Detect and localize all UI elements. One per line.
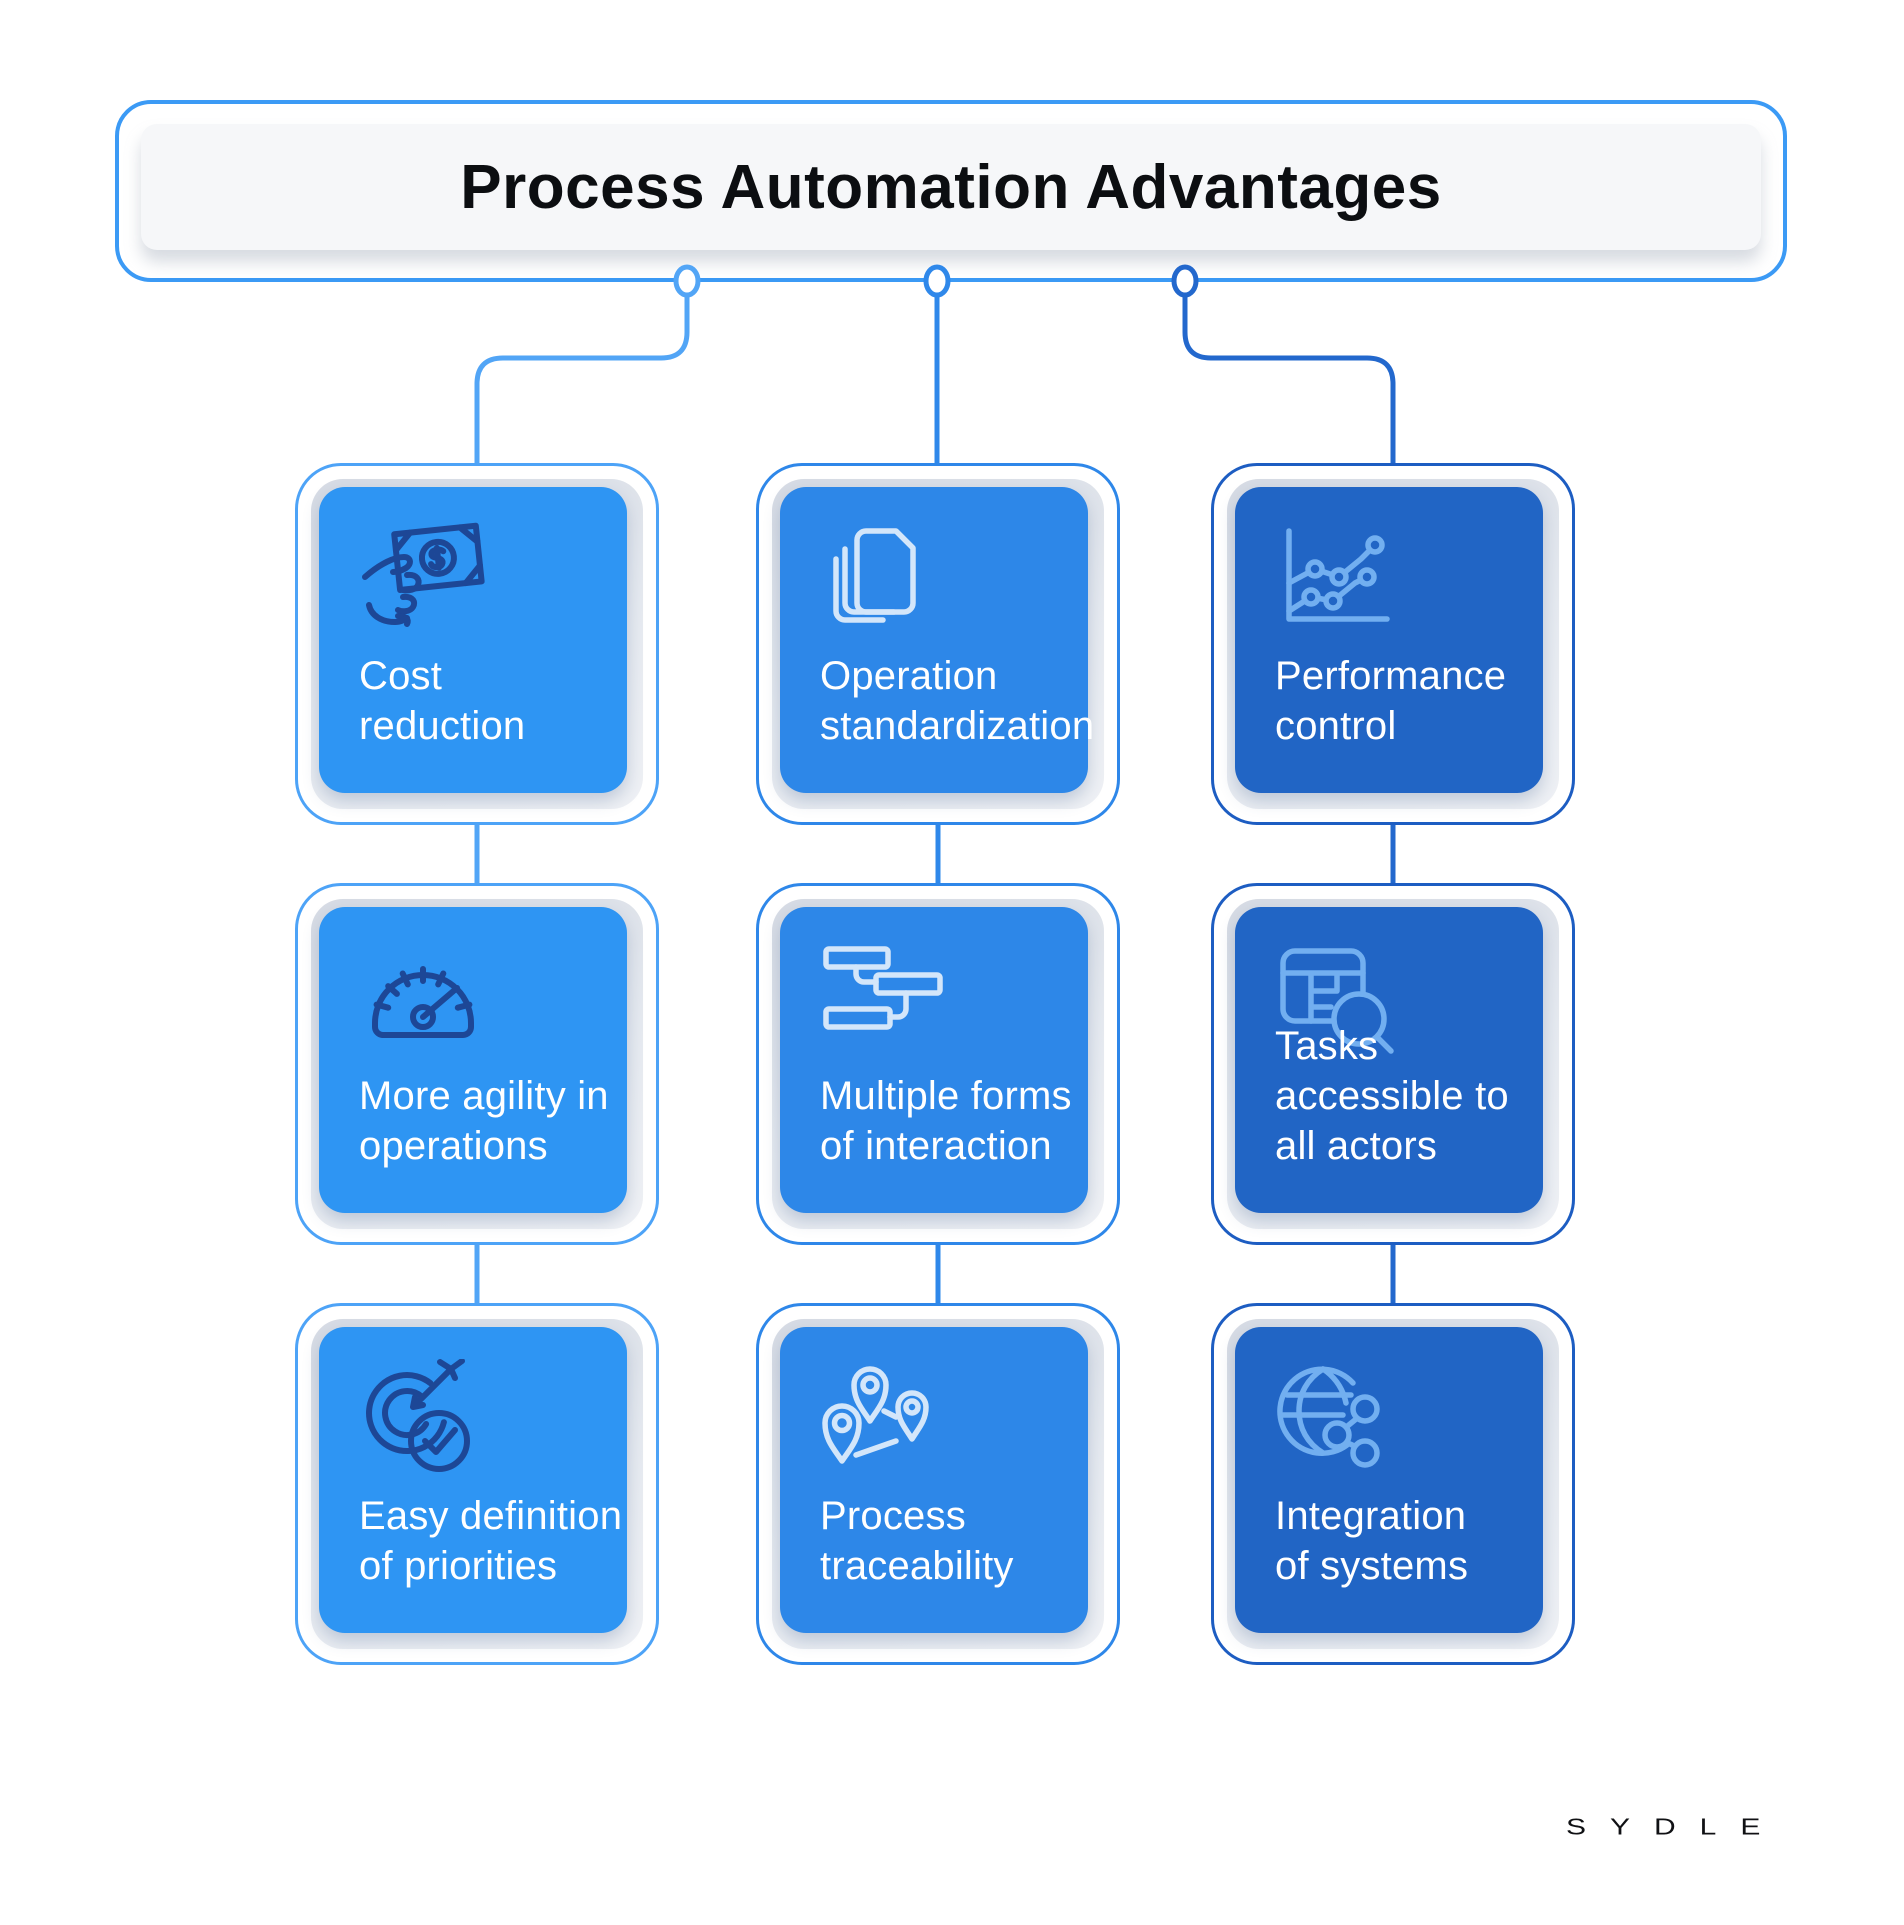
target-check-icon: [366, 1359, 470, 1472]
card-label-line: Cost: [359, 654, 443, 698]
card-label-line: of systems: [1275, 1544, 1469, 1588]
card-face: Performance control: [1235, 487, 1543, 793]
card-face: Process traceability: [780, 1327, 1088, 1633]
card-plate: Integration of systems: [1227, 1319, 1559, 1649]
money-hand-icon: [362, 522, 485, 627]
card-face: More agility in operations: [319, 907, 627, 1213]
card-label-line: Process: [820, 1494, 966, 1538]
card-label: Operation standardization: [820, 651, 1094, 751]
line-chart-icon: [1286, 528, 1390, 622]
card-plate: Multiple forms of interaction: [772, 899, 1104, 1229]
card-face: Cost reduction: [319, 487, 627, 793]
card-face: Easy definition of priorities: [319, 1327, 627, 1633]
connector-line-right: [1182, 284, 1396, 466]
card-plate: Operation standardization: [772, 479, 1104, 809]
map-pins-icon: [822, 1366, 929, 1464]
advantage-card-interaction: Multiple forms of interaction: [756, 883, 1120, 1245]
card-label-line: More agility in: [359, 1074, 609, 1118]
card-label-line: reduction: [359, 704, 526, 748]
speedometer-icon: [372, 966, 474, 1038]
card-label-line: standardization: [820, 704, 1095, 748]
card-label-line: Tasks: [1275, 1024, 1379, 1068]
advantage-card-performance: Performance control: [1211, 463, 1575, 825]
advantage-card-agility: More agility in operations: [295, 883, 659, 1245]
card-label: Easy definition of priorities: [359, 1491, 622, 1591]
advantage-card-cost-reduction: Cost reduction: [295, 463, 659, 825]
card-plate: Performance control: [1227, 479, 1559, 809]
card-label-line: traceability: [820, 1544, 1014, 1588]
advantage-card-traceability: Process traceability: [756, 1303, 1120, 1665]
card-label-line: of priorities: [359, 1544, 558, 1588]
card-label-line: Performance: [1275, 654, 1507, 698]
card-label-line: Operation: [820, 654, 998, 698]
card-label: More agility in operations: [359, 1071, 609, 1171]
table-search-icon: [1280, 948, 1394, 1054]
card-label-line: of interaction: [820, 1124, 1052, 1168]
card-label: Multiple forms of interaction: [820, 1071, 1072, 1171]
card-label: Cost reduction: [359, 651, 525, 751]
card-plate: Process traceability: [772, 1319, 1104, 1649]
card-label: Process traceability: [820, 1491, 1014, 1591]
card-label: Performance control: [1275, 651, 1506, 751]
card-label: Tasks accessible to all actors: [1275, 1021, 1509, 1171]
advantage-card-priorities: Easy definition of priorities: [295, 1303, 659, 1665]
card-label-line: all actors: [1275, 1124, 1438, 1168]
advantage-card-tasks-access: Tasks accessible to all actors: [1211, 883, 1575, 1245]
card-label-line: Integration: [1275, 1494, 1467, 1538]
card-plate: More agility in operations: [311, 899, 643, 1229]
documents-icon: [833, 528, 916, 623]
card-face: Tasks accessible to all actors: [1235, 907, 1543, 1213]
title-box: Process Automation Advantages: [115, 100, 1787, 282]
card-label-line: operations: [359, 1124, 548, 1168]
card-face: Operation standardization: [780, 487, 1094, 793]
advantage-card-integration: Integration of systems: [1211, 1303, 1575, 1665]
card-plate: Cost reduction: [311, 479, 643, 809]
sydle-logo: SYDLE: [1566, 1814, 1785, 1840]
card-label: Integration of systems: [1275, 1491, 1468, 1591]
flow-bars-icon: [823, 946, 943, 1030]
card-plate: Tasks accessible to all actors: [1227, 899, 1559, 1229]
advantage-card-standardization: Operation standardization: [756, 463, 1120, 825]
card-face: Multiple forms of interaction: [780, 907, 1088, 1213]
card-label-line: control: [1275, 704, 1397, 748]
connector-line-left: [474, 284, 690, 466]
card-face: Integration of systems: [1235, 1327, 1543, 1633]
card-label-line: accessible to: [1275, 1074, 1509, 1118]
page-title: Process Automation Advantages: [460, 152, 1442, 222]
card-plate: Easy definition of priorities: [311, 1319, 643, 1649]
card-label-line: Easy definition: [359, 1494, 623, 1538]
title-panel: Process Automation Advantages: [141, 124, 1761, 250]
card-label-line: Multiple forms: [820, 1074, 1072, 1118]
globe-network-icon: [1277, 1366, 1380, 1468]
